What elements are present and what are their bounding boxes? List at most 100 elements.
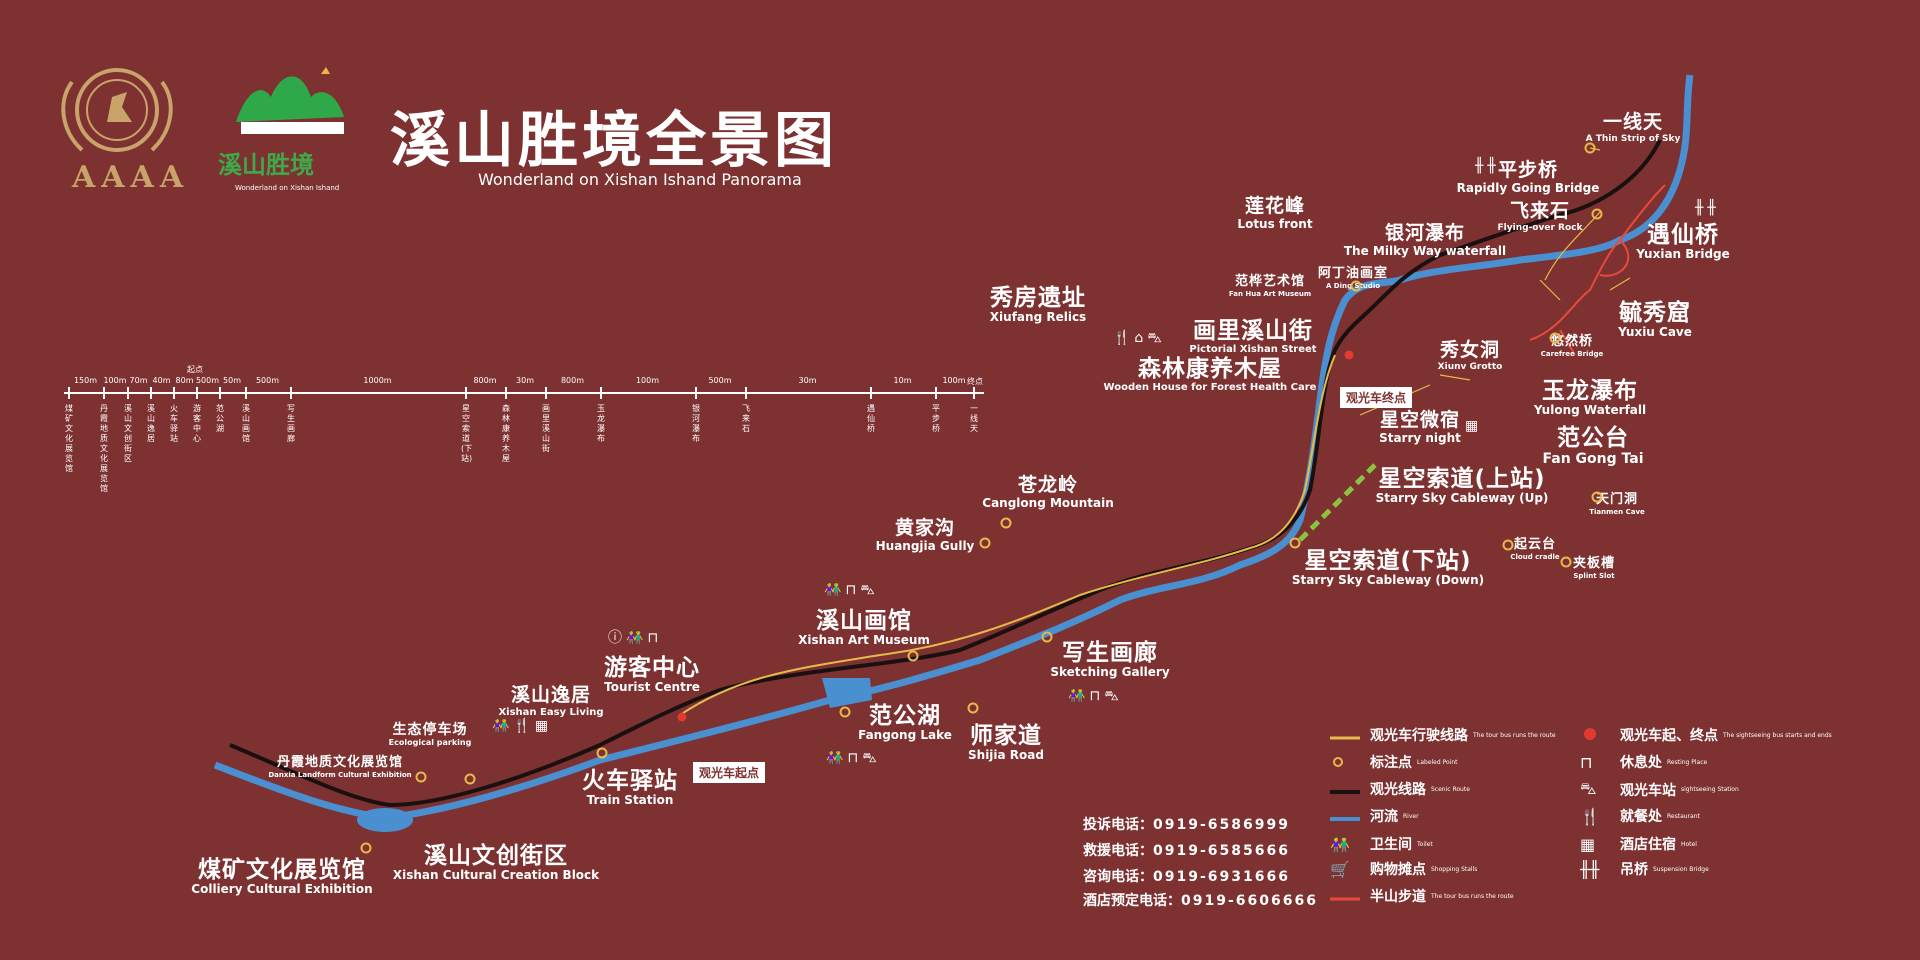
- marker-canglong[interactable]: [1000, 517, 1012, 529]
- phone-label: 救援电话：: [1083, 843, 1153, 859]
- marker-youranqiao[interactable]: [1549, 332, 1561, 344]
- phone-number[interactable]: 0919-6585666: [1153, 843, 1290, 859]
- legend-label-en: Hotel: [1681, 840, 1697, 848]
- scale-distance-label: 70m: [129, 376, 148, 385]
- legend-symbol: [1330, 807, 1360, 826]
- scale-distance-label: 1000m: [363, 376, 392, 385]
- phone-label: 咨询电话：: [1083, 869, 1153, 885]
- bridge-icon: ╫╫: [1475, 158, 1500, 174]
- scale-stop-label: 遇仙桥: [867, 404, 875, 433]
- facility-icons-huaguan: 👫⊓⛍: [824, 582, 879, 598]
- legend-symbol: [1330, 780, 1360, 799]
- scale-stop-label: 平步桥: [932, 404, 940, 433]
- place-suodao-down[interactable]: 星空索道(下站)Starry Sky Cableway (Down): [1291, 548, 1485, 588]
- legend-label-en: Scenic Route: [1431, 785, 1470, 793]
- marker-danxia[interactable]: [415, 771, 427, 783]
- facility-icons-xiufang: 🍴⌂⛍: [1113, 330, 1166, 346]
- legend-symbol: ▦: [1580, 835, 1610, 854]
- scale-stop-label: 溪山逸居: [147, 404, 155, 443]
- legend-symbol: ⊓: [1580, 753, 1610, 772]
- bus-end-point[interactable]: [1344, 350, 1354, 360]
- scale-tick: [173, 387, 175, 399]
- phone-row: 投诉电话：0919-6586999: [1083, 814, 1290, 834]
- phone-number[interactable]: 0919-6931666: [1153, 869, 1290, 885]
- legend-label: 观光线路: [1370, 782, 1426, 798]
- scale-start-label: 起点: [187, 365, 203, 374]
- marker-feilaishi[interactable]: [1591, 208, 1603, 220]
- legend-label: 观光车行驶线路: [1370, 728, 1468, 744]
- marker-huaguan[interactable]: [907, 650, 919, 662]
- marker-wenchuang[interactable]: [464, 773, 476, 785]
- legend-symbol: ╫╫: [1580, 860, 1610, 879]
- facility-icons-fangonghu: 👫⊓⛍: [826, 750, 881, 766]
- marker-fangonghu[interactable]: [839, 706, 851, 718]
- marker-shijia[interactable]: [967, 702, 979, 714]
- scale-tick: [68, 387, 70, 399]
- place-suodao-up[interactable]: 星空索道(上站)Starry Sky Cableway (Up): [1375, 466, 1549, 506]
- marker-huangjia[interactable]: [979, 537, 991, 549]
- scale-distance-label: 500m: [255, 376, 280, 385]
- marker-tianmen[interactable]: [1591, 491, 1603, 503]
- legend-label: 就餐处: [1620, 809, 1662, 825]
- scale-tick: [245, 387, 247, 399]
- legend-symbol: [1580, 726, 1610, 745]
- marker-yixiantian[interactable]: [1584, 142, 1596, 154]
- marker-suodao-down[interactable]: [1289, 537, 1301, 549]
- scale-tick: [695, 387, 697, 399]
- bridge-icon-2: ╫╫: [1695, 200, 1720, 216]
- rating-badge-emblem: [61, 68, 173, 152]
- scale-stop-label: 一线天: [970, 404, 978, 433]
- marker-jiabancao[interactable]: [1560, 556, 1572, 568]
- bus-start-point[interactable]: [677, 712, 687, 722]
- marker-meikuang[interactable]: [360, 842, 372, 854]
- phone-number[interactable]: 0919-6606666: [1181, 893, 1318, 909]
- legend-yellow-line-icon: [1330, 736, 1360, 739]
- marker-ading[interactable]: [1350, 280, 1362, 292]
- scale-end-label: 终点: [967, 377, 983, 386]
- phone-number[interactable]: 0919-6586999: [1153, 817, 1290, 833]
- bus-icon: ⛍: [1580, 779, 1597, 798]
- marker-xiesheng[interactable]: [1041, 631, 1053, 643]
- legend-symbol: [1330, 753, 1360, 772]
- marker-yiju[interactable]: [596, 747, 608, 759]
- marker-qiyuntai[interactable]: [1502, 539, 1514, 551]
- phone-row: 咨询电话：0919-6931666: [1083, 866, 1290, 886]
